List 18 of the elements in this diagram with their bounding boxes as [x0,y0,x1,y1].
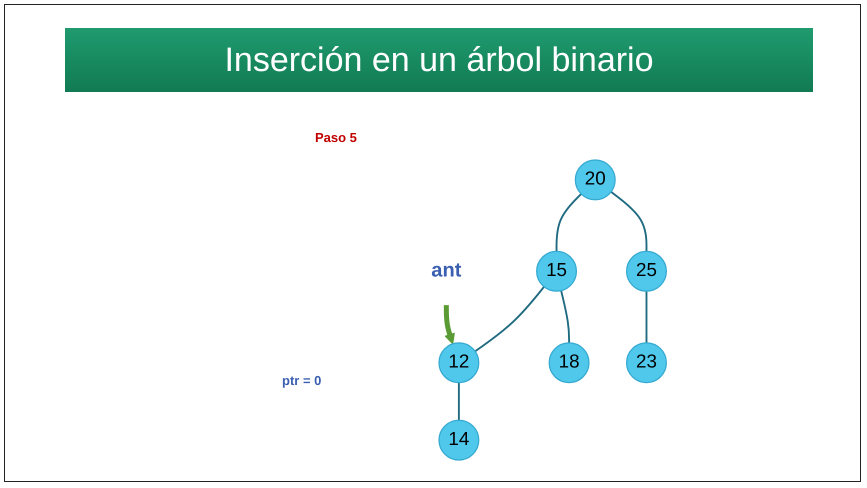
connector [560,290,570,343]
connector [610,191,648,252]
connector [646,291,648,343]
node-circle: 23 [626,342,667,384]
connector [458,382,460,420]
node-circle: 25 [626,250,667,292]
node-circle: 14 [438,420,480,461]
node-text: ant [431,260,462,282]
title-banner: Inserción en un árbol binario [65,28,813,92]
node-circle: 12 [438,342,480,384]
node-circle: 15 [536,250,578,292]
connector [474,286,545,352]
node-circle: 20 [574,159,616,200]
arrow [444,305,455,344]
connector [556,193,582,252]
step-label: Paso 5 [315,130,357,145]
pointer-note: ptr = 0 [282,373,322,388]
node-circle: 18 [548,342,590,384]
